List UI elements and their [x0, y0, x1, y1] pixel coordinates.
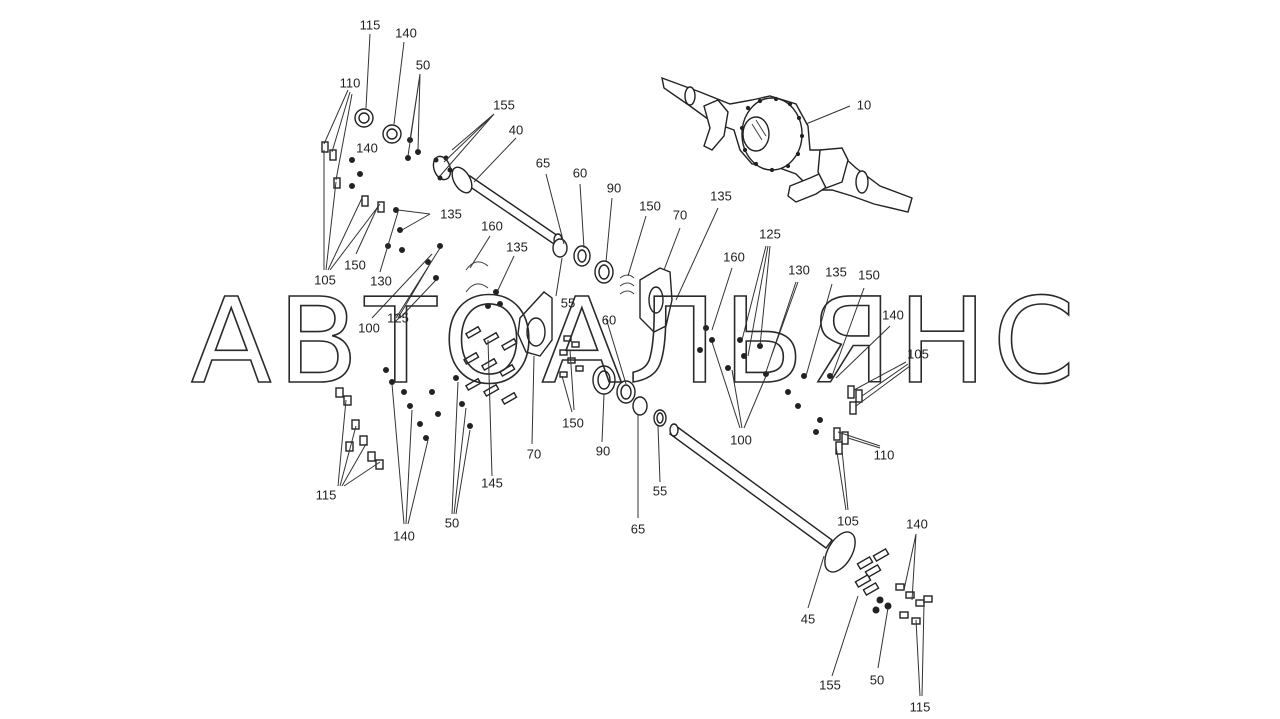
callout-label: 110 [874, 447, 895, 462]
left-axle-shaft [451, 166, 563, 247]
callout-label: 105 [907, 346, 929, 361]
callout-label: 55 [653, 483, 667, 498]
callout-label: 110 [340, 75, 361, 90]
callout-label: 130 [370, 273, 392, 288]
callout-label: 60 [573, 165, 587, 180]
callout-label: 10 [857, 97, 871, 112]
callout-label: 140 [882, 307, 904, 322]
callout-label: 135 [506, 239, 528, 254]
callout-labels: 115 140 50 110 155 40 140 135 150 130 10… [314, 17, 930, 714]
callout-label: 55 [561, 295, 575, 310]
callout-label: 45 [801, 611, 815, 626]
callout-label: 145 [481, 475, 503, 490]
leader-lines [323, 33, 925, 697]
upper-left-fasteners [321, 108, 421, 253]
callout-label: 100 [730, 432, 752, 447]
axle-housing [661, 76, 913, 213]
callout-label: 105 [314, 272, 336, 287]
callout-label: 70 [527, 446, 541, 461]
center-hub-cluster [517, 291, 667, 427]
callout-label: 50 [416, 57, 430, 72]
right-end-hardware [854, 547, 933, 625]
callout-label: 105 [837, 513, 859, 528]
callout-label: 125 [759, 226, 781, 241]
callout-label: 150 [639, 198, 661, 213]
callout-label: 125 [387, 310, 409, 325]
center-small-parts [559, 335, 584, 378]
callout-label: 115 [910, 699, 931, 714]
callout-label: 140 [395, 25, 417, 40]
callout-label: 155 [819, 677, 841, 692]
callout-label: 40 [509, 122, 523, 137]
callout-label: 70 [673, 207, 687, 222]
callout-label: 135 [440, 206, 462, 221]
housing-bolt-ring [739, 96, 805, 173]
callout-label: 50 [445, 515, 459, 530]
callout-label: 135 [710, 188, 732, 203]
watermark-text: АВТОАЛЬЯНС [191, 272, 1081, 410]
callout-label: 115 [316, 487, 337, 502]
callout-label: 115 [360, 17, 381, 32]
callout-label: 140 [356, 140, 378, 155]
callout-label: 160 [723, 249, 745, 264]
callout-label: 150 [562, 415, 584, 430]
right-fasteners [801, 373, 863, 455]
callout-label: 50 [870, 672, 884, 687]
callout-label: 130 [788, 262, 810, 277]
callout-label: 60 [602, 312, 616, 327]
callout-label: 90 [596, 443, 610, 458]
callout-label: 65 [631, 521, 645, 536]
callout-label: 90 [607, 180, 621, 195]
stud-bolts-145 [462, 325, 518, 406]
callout-label: 140 [906, 516, 928, 531]
callout-label: 135 [825, 264, 847, 279]
callout-label: 140 [393, 528, 415, 543]
right-axle-shaft [669, 423, 856, 573]
callout-label: 65 [536, 155, 550, 170]
callout-label: 150 [344, 257, 366, 272]
left-hub-rings [552, 238, 673, 333]
right-mid-dots [697, 325, 801, 409]
callout-label: 100 [358, 320, 380, 335]
callout-label: 155 [493, 97, 515, 112]
callout-label: 150 [858, 267, 880, 282]
left-flange-ring [432, 155, 453, 181]
callout-label: 160 [481, 218, 503, 233]
